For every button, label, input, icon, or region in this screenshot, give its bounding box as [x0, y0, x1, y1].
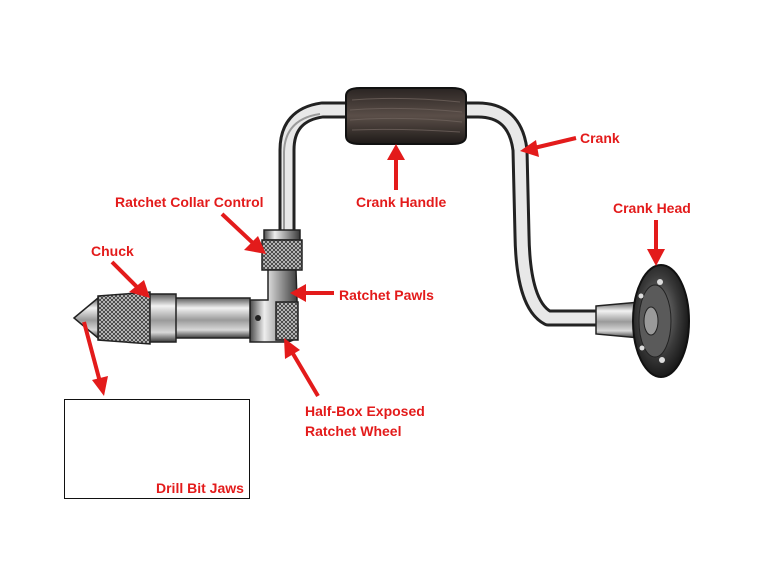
arrow-crank-handle: [387, 144, 405, 190]
label-chuck: Chuck: [91, 243, 134, 259]
label-crank-handle: Crank Handle: [356, 194, 447, 210]
arrow-chuck: [110, 260, 150, 298]
label-crank-head: Crank Head: [613, 200, 691, 216]
crank-handle-grip: [345, 87, 467, 145]
crank-head: [595, 264, 690, 378]
label-half-box-line1: Half-Box Exposed: [305, 403, 425, 419]
arrow-crank: [520, 136, 577, 157]
drill-bit-jaws-inset-frame: [64, 399, 250, 499]
arrow-half-box-ratchet-wheel: [284, 338, 320, 398]
chuck-body: [72, 291, 251, 345]
arrow-drill-bit-jaws: [82, 321, 108, 396]
ratchet-assembly: [249, 229, 303, 343]
arrow-ratchet-collar-control: [220, 212, 266, 254]
label-half-box-line2: Ratchet Wheel: [305, 423, 402, 439]
label-drill-bit-jaws: Drill Bit Jaws: [156, 480, 244, 496]
arrow-crank-head: [647, 220, 665, 266]
label-ratchet-collar-control: Ratchet Collar Control: [115, 194, 264, 210]
arrow-ratchet-pawls: [290, 284, 334, 302]
crank-bow: [278, 101, 621, 327]
label-ratchet-pawls: Ratchet Pawls: [339, 287, 434, 303]
arrows: [82, 136, 665, 398]
label-crank: Crank: [580, 130, 620, 146]
